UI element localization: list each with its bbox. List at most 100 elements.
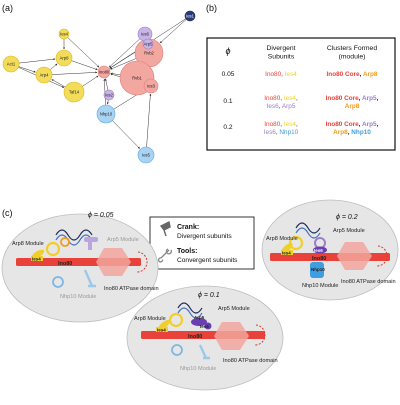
table-divergent-cell: Ino80, Ies4, (264, 121, 298, 128)
network-edge (104, 78, 109, 91)
table-frame (206, 37, 396, 151)
ies4-tag (156, 327, 168, 332)
network-edge (18, 58, 56, 64)
ies4-tag-label: Ies4 (282, 251, 291, 256)
network-edge (159, 19, 187, 44)
network-node-arp5 (142, 38, 154, 50)
table-divergent-cell: Ino80, Ies4, (264, 95, 298, 102)
dna-helix-strand (295, 227, 321, 239)
arp5-module-label: Arp5 Module (107, 237, 139, 243)
cell-phi-005: ϕ = 0.05 Ino80 Ies4 Arp8 Module Arp5 Mod… (1, 212, 159, 323)
network-edge (51, 71, 98, 75)
network-node-label: Arp5 (144, 42, 154, 47)
panel-b-label: (b) (206, 3, 217, 13)
nhp10-module-label: Nhp10 Module (180, 366, 216, 372)
table-header-phi: ϕ (225, 46, 230, 56)
cell-phi-label: ϕ = 0.05 (88, 212, 114, 219)
network-node-ies3 (143, 78, 159, 94)
network-edge (108, 38, 141, 68)
atpase-hexagon (214, 322, 249, 350)
arp5-module-label: Arp5 Module (218, 306, 250, 312)
table-phi-value: 0.2 (223, 124, 232, 131)
network-edge (49, 63, 58, 71)
atpase-label: Ino80 ATPase domain (341, 279, 396, 285)
atpase-label: Ino80 ATPase domain (223, 358, 278, 364)
table-divergent-cell: Ies6, Arp5 (267, 103, 296, 110)
network-node-label: Ies2 (105, 93, 114, 98)
network-edge (67, 37, 100, 68)
legend-crank-title: Crank: (177, 224, 199, 231)
arp8-module-label: Arp8 Module (266, 236, 298, 242)
arp5-module-label: Arp5 Module (333, 228, 365, 234)
network-edge (82, 75, 99, 87)
legend-crank-desc: Divergent subunits (177, 233, 232, 240)
legend-tools-desc: Convergent subunits (177, 257, 238, 264)
network-node-label: Ino80 (99, 70, 110, 75)
arp8-module-label: Arp8 Module (134, 316, 166, 322)
gear-icon (45, 241, 61, 257)
network-node-ies4 (58, 28, 70, 40)
ino80-bar-label: Ino80 (188, 334, 202, 340)
network-node-label: Rvb2 (144, 51, 154, 56)
table-clusters-cell: Ino80 Core, Arp5, (326, 95, 379, 102)
network-edges (18, 18, 187, 149)
cell-body (261, 199, 399, 301)
gear-icon (52, 276, 64, 288)
table-clusters-cell: Ino80 Core, Arp8 (327, 71, 378, 78)
network-node-arp4 (35, 66, 53, 84)
ies6-crank (204, 322, 212, 330)
panel-c-label: (c) (2, 208, 13, 218)
network-edge (71, 60, 98, 71)
table-phi-value: 0.1 (223, 98, 232, 105)
network-node-label: Rvb1 (132, 76, 142, 81)
network-edge (146, 93, 152, 148)
gear-icon (60, 237, 70, 247)
atpase-hexagon (96, 248, 131, 276)
arp5-tool (84, 237, 98, 242)
rotation-arrow (375, 245, 388, 267)
cell-phi-01: ϕ = 0.1 Ino80 Ies4 Arp8 Module Arp5 Ies6… (126, 285, 284, 391)
atpase-hexagon (337, 242, 372, 270)
nhp10-module-label: Nhp10 Module (60, 294, 96, 300)
ino80-bar-label: Ino80 (312, 256, 326, 262)
wrench-icon (157, 248, 173, 263)
table-phi-value: 0.05 (222, 71, 235, 78)
arp5-crank (191, 318, 207, 326)
rotation-arrow (253, 324, 266, 346)
cell-body (1, 213, 159, 323)
network-node-arp8 (55, 49, 73, 67)
ies4-tag-label: Ies4 (32, 257, 41, 262)
network-node-act1 (2, 55, 20, 73)
network-node-ies2 (103, 89, 115, 101)
table-clusters-cell: Arp8, Nhp10 (333, 129, 371, 136)
network-edge (110, 58, 137, 70)
network-edge (110, 72, 121, 76)
panel-a-label: (a) (2, 3, 13, 13)
network-node-ies1 (184, 10, 196, 22)
network-edge (18, 66, 36, 73)
crank-icon (159, 220, 171, 237)
dna-helix (177, 302, 203, 314)
cell-phi-02: ϕ = 0.2 Ino80 Ies4 Arp8 Module Ies6 Arp5… (261, 199, 399, 301)
gear-icon (168, 312, 184, 328)
arp5-tool-stem (88, 242, 92, 250)
nhp10-module-label: Nhp10 Module (302, 283, 338, 289)
network-node-label: Arp4 (40, 73, 50, 78)
table-divergent-cell: Ino80, Ies4 (265, 71, 297, 78)
gear-icon (171, 344, 183, 356)
cell-phi-label: ϕ = 0.1 (198, 292, 220, 299)
wrench-icon (198, 344, 210, 360)
dna-helix-strand (55, 234, 93, 246)
wrench-icon (83, 269, 96, 288)
ies4-tag (31, 256, 43, 261)
ies6-tag-label: Ies6 (200, 324, 209, 329)
nhp10-crank (310, 262, 324, 278)
table-divergent-cell: Ies6, Nhp10 (264, 129, 299, 136)
ies4-tag (281, 250, 293, 255)
arp5-tag-label: Arp5 (194, 315, 205, 320)
network-edge (106, 99, 109, 105)
